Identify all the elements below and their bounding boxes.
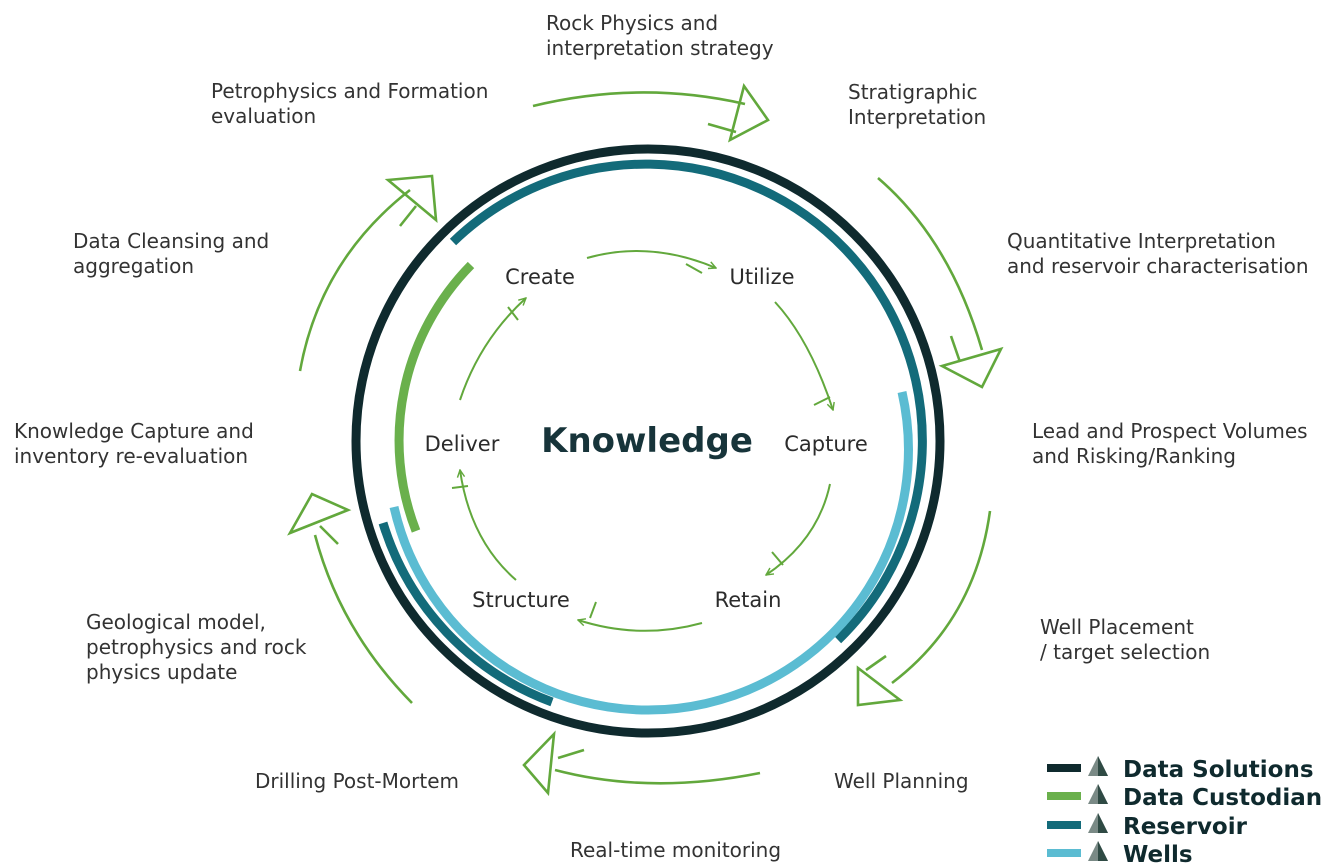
stage-well-planning: Well Planning <box>834 769 969 793</box>
ring-data-custodian-arc <box>394 261 475 533</box>
triangle-logo-icon <box>1088 756 1108 776</box>
outer-arrow-upper-right-head <box>938 346 1004 389</box>
stage-knowledge-capture: Knowledge Capture and inventory re-evalu… <box>14 419 260 468</box>
legend-label: Data Custodian <box>1123 785 1322 811</box>
rings <box>351 144 945 738</box>
triangle-logo-icon <box>1088 813 1108 833</box>
outer-arrow-tick <box>949 335 962 363</box>
triangle-logo-icon <box>1088 784 1108 804</box>
stage-petrophysics: Petrophysics and Formation evaluation <box>211 79 495 128</box>
stage-lead-prospect: Lead and Prospect Volumes and Risking/Ra… <box>1032 419 1314 468</box>
outer-arrow-upper-right <box>877 177 984 351</box>
stage-geological: Geological model, petrophysics and rock … <box>86 610 313 684</box>
stage-quantitative: Quantitative Interpretation and reservoi… <box>1007 229 1309 278</box>
inner-label-deliver: Deliver <box>425 432 500 456</box>
stage-drilling: Drilling Post-Mortem <box>255 769 459 793</box>
legend-item-wells: Wells <box>1047 841 1193 863</box>
outer-arrow-bottom-head <box>522 730 556 797</box>
legend-label: Data Solutions <box>1123 757 1314 783</box>
outer-arrow-tick <box>865 654 887 672</box>
legend-label: Wells <box>1123 842 1193 863</box>
legend-item-data-solutions: Data Solutions <box>1047 756 1314 783</box>
inner-arrow-utilize-capture <box>774 301 833 410</box>
outer-arrow-upper-left <box>298 188 411 372</box>
outer-arrow-tick <box>398 205 418 227</box>
outer-arrows <box>287 82 1004 797</box>
ring-wells-arc <box>389 391 913 715</box>
stage-stratigraphic: Stratigraphic Interpretation <box>848 80 986 129</box>
center-title: Knowledge <box>541 421 753 461</box>
outer-arrow-tick <box>319 525 339 545</box>
outer-arrow-lower-left-head <box>287 492 352 536</box>
inner-label-capture: Capture <box>784 432 868 456</box>
inner-arrow-tick <box>507 306 519 321</box>
outer-arrow-tick <box>707 122 737 134</box>
outer-arrow-upper-left-head <box>384 174 438 224</box>
inner-arrow-retain-structure <box>578 620 703 632</box>
legend-label: Reservoir <box>1123 814 1248 840</box>
legend-swatch <box>1047 821 1081 829</box>
legend-swatch <box>1047 792 1081 800</box>
outer-arrow-right <box>891 510 992 685</box>
outer-arrow-right-head <box>856 665 904 707</box>
ring-reservoir-arc <box>449 159 927 644</box>
outer-arrow-lower-left <box>313 534 413 704</box>
inner-label-utilize: Utilize <box>729 265 794 289</box>
stage-data-cleansing: Data Cleansing and aggregation <box>73 229 276 278</box>
stage-realtime: Real-time monitoring <box>570 838 781 862</box>
legend-swatch <box>1047 849 1081 857</box>
inner-arrow-tick <box>685 263 703 274</box>
stage-rock-physics: Rock Physics and interpretation strategy <box>546 11 774 60</box>
inner-arrow-deliver-create <box>459 298 526 401</box>
inner-arrow-tick <box>589 601 597 619</box>
inner-arrow-tick <box>771 551 784 566</box>
legend-item-reservoir: Reservoir <box>1047 813 1248 840</box>
outer-stage-labels: Petrophysics and Formation evaluation Ro… <box>14 11 1314 862</box>
legend-swatch <box>1047 764 1081 772</box>
outer-arrow-bottom <box>554 768 761 785</box>
inner-cycle: Create Utilize Capture Retain Structure … <box>425 265 868 612</box>
inner-arrow-tick <box>451 485 469 489</box>
inner-label-create: Create <box>505 265 575 289</box>
inner-arrow-capture-retain <box>766 483 831 575</box>
inner-arrow-structure-deliver <box>460 470 517 581</box>
inner-arrow-tick <box>813 396 831 406</box>
ring-reservoir-lower-arc <box>378 521 554 707</box>
inner-arrow-create-utilize <box>586 249 716 268</box>
inner-label-structure: Structure <box>472 588 570 612</box>
legend: Data Solutions Data Custodian Reservoir <box>1047 756 1322 863</box>
outer-arrow-tick <box>557 748 585 760</box>
ring-data-solutions <box>351 144 945 738</box>
legend-item-data-custodian: Data Custodian <box>1047 784 1322 811</box>
stage-well-placement: Well Placement / target selection <box>1040 615 1210 664</box>
triangle-logo-icon <box>1088 841 1108 861</box>
inner-label-retain: Retain <box>715 588 782 612</box>
inner-arrows <box>451 249 833 632</box>
outer-arrow-top-head <box>728 82 770 143</box>
outer-arrow-top <box>532 91 746 108</box>
